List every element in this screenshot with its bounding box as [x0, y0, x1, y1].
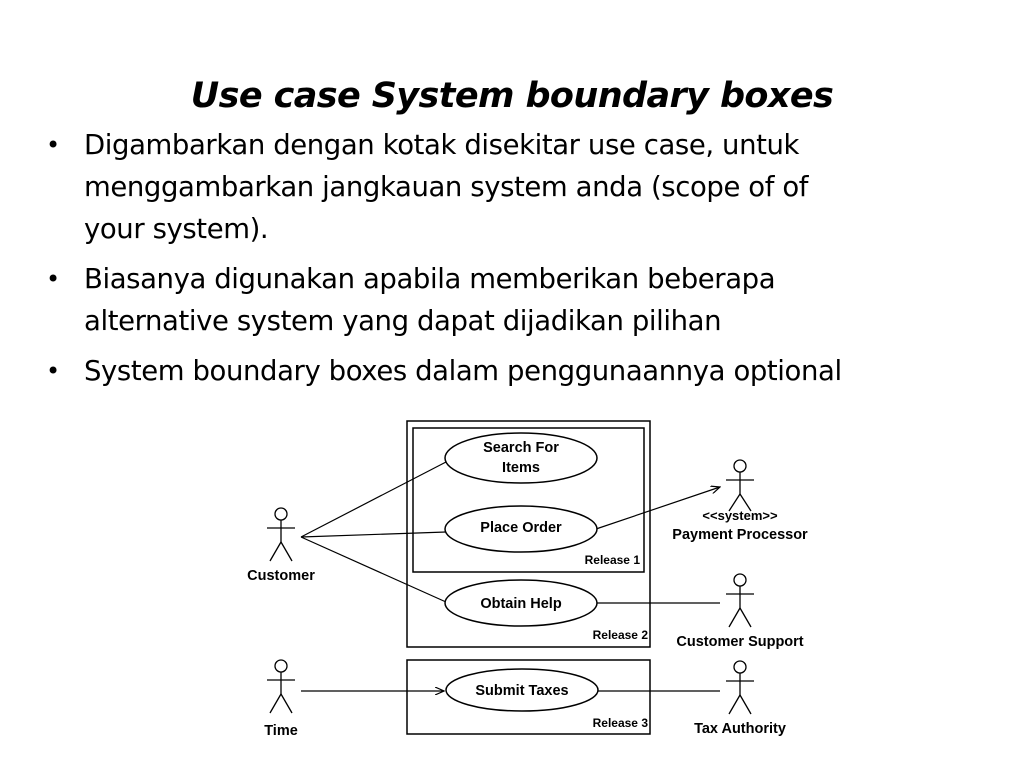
use-case-obtain-help-label: Obtain Help [480, 596, 562, 612]
use-case-submit-taxes: Submit Taxes [445, 668, 599, 712]
customer-support-actor-label: Customer Support [676, 634, 803, 650]
use-case-search-label: Search For [483, 440, 559, 456]
bullet-item: • Biasanya digunakan apabila memberikan … [44, 258, 1004, 342]
customer-obtainhelp-line [300, 536, 447, 603]
bullet-line: your system). [84, 213, 269, 245]
payment-processor-actor-label: Payment Processor [672, 527, 808, 543]
placeorder-payment-line [595, 487, 720, 530]
slide-title: Use case System boundary boxes [190, 76, 834, 116]
use-case-place-order-label: Place Order [480, 520, 562, 536]
time-actor-icon [267, 659, 295, 714]
release3-label: Release 3 [593, 716, 649, 730]
use-case-obtain-help: Obtain Help [444, 579, 598, 627]
customer-support-actor-icon [726, 573, 754, 628]
tax-authority-actor-label: Tax Authority [694, 721, 786, 737]
bullet-dot-icon: • [46, 131, 60, 159]
bullet-line: Digambarkan dengan kotak disekitar use c… [84, 129, 800, 161]
release1-boundary-box [412, 427, 645, 573]
bullet-line: Biasanya digunakan apabila memberikan be… [84, 263, 776, 295]
customer-search-line [300, 461, 447, 538]
release2-label: Release 2 [593, 628, 649, 642]
bullet-item: • System boundary boxes dalam penggunaan… [44, 350, 1004, 392]
customer-placeorder-line [300, 531, 447, 538]
bullet-dot-icon: • [46, 357, 60, 385]
use-case-place-order: Place Order [444, 505, 598, 553]
customer-actor-label: Customer [247, 568, 315, 584]
time-actor-label: Time [264, 723, 298, 739]
use-case-submit-taxes-label: Submit Taxes [475, 683, 568, 699]
use-case-search-label: Items [502, 460, 540, 476]
bullet-line: System boundary boxes dalam penggunaanny… [84, 355, 842, 387]
payment-processor-stereotype: <<system>> [702, 508, 778, 523]
release1-label: Release 1 [585, 553, 641, 567]
payment-processor-actor-icon [726, 459, 754, 512]
release2-boundary-box [406, 420, 651, 648]
bullet-dot-icon: • [46, 265, 60, 293]
bullet-line: alternative system yang dapat dijadikan … [84, 305, 722, 337]
bullet-item: • Digambarkan dengan kotak disekitar use… [44, 124, 1004, 250]
customer-actor-icon [267, 507, 295, 562]
bullet-line: menggambarkan jangkauan system anda (sco… [84, 171, 809, 203]
use-case-search: Search For Items [444, 432, 598, 484]
associations [300, 461, 720, 691]
release3-boundary-box [406, 659, 651, 735]
tax-authority-actor-icon [726, 660, 754, 715]
bullet-list: • Digambarkan dengan kotak disekitar use… [44, 124, 1004, 400]
